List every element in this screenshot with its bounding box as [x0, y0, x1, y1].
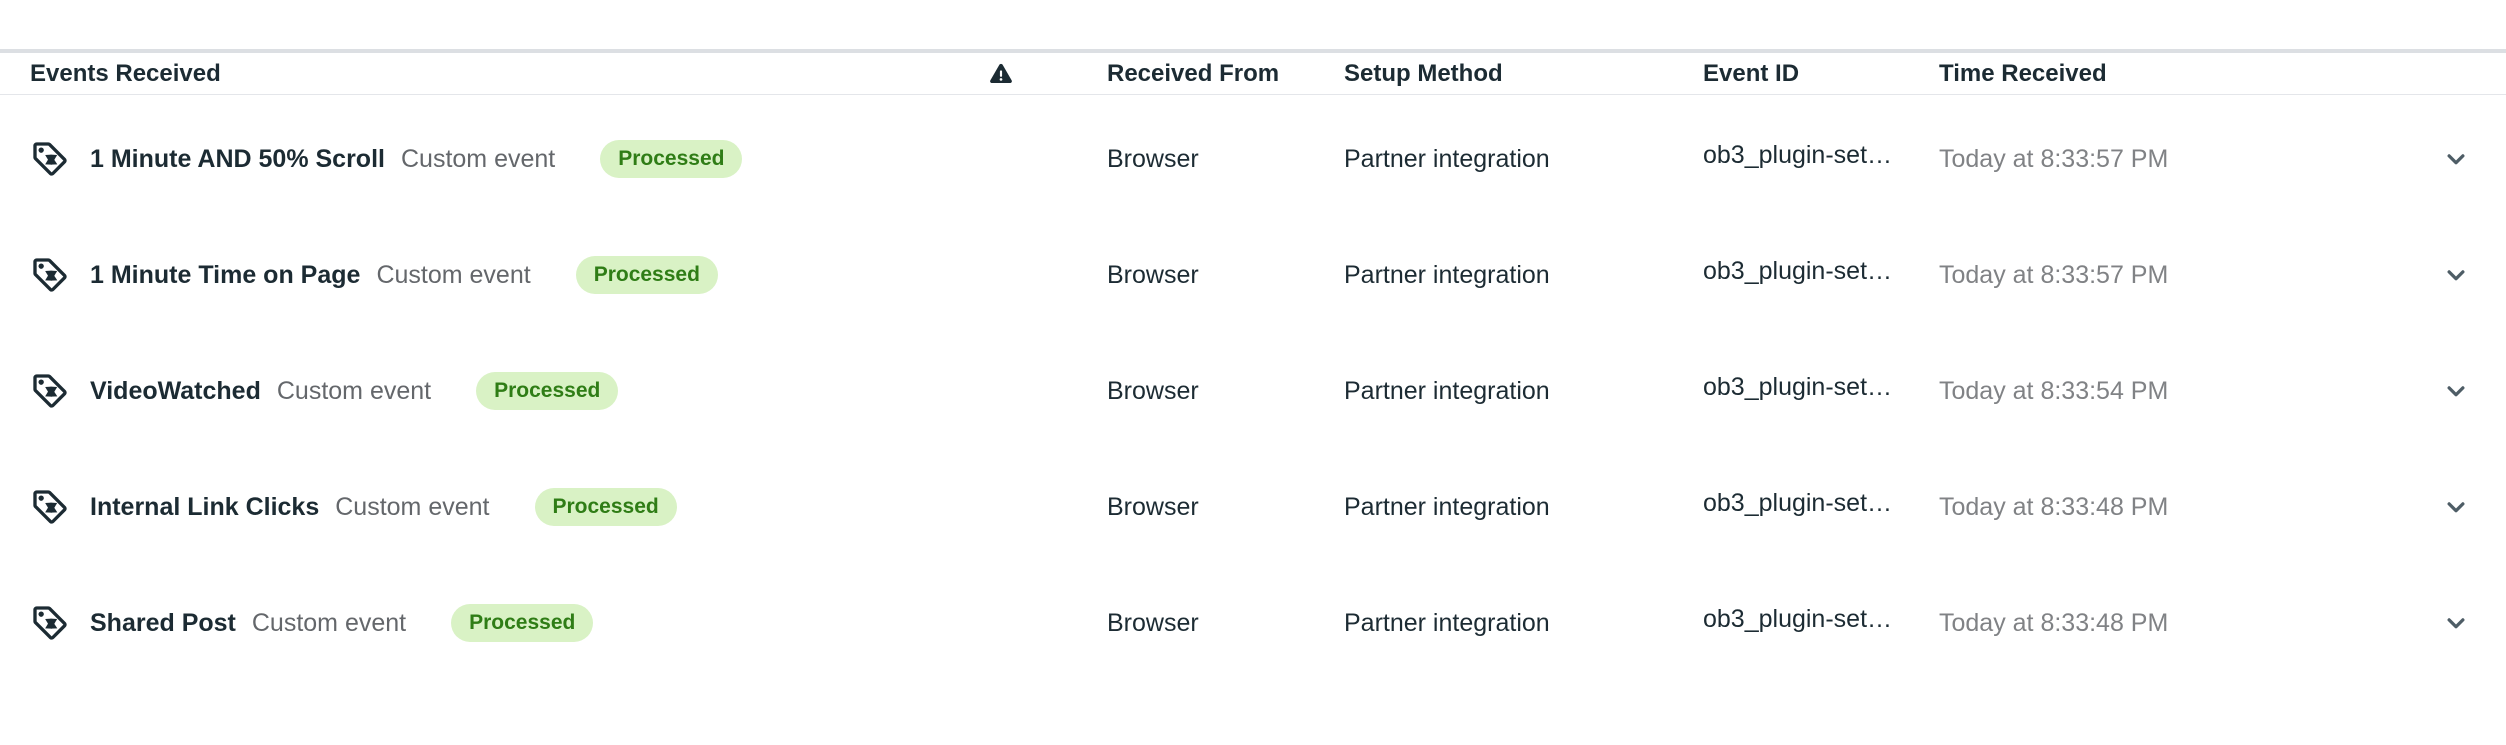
status-badge: Processed — [575, 256, 718, 294]
warning-icon[interactable] — [988, 61, 1014, 87]
event-row[interactable]: 1 Minute AND 50% Scroll Custom event Pro… — [0, 101, 2506, 217]
status-badge: Processed — [476, 372, 619, 410]
event-name: Shared Post — [90, 608, 236, 637]
event-id-value: ob3_plugin-set… — [1703, 605, 1893, 633]
received-from-value: Browser — [1107, 492, 1199, 521]
chevron-down-icon[interactable] — [2436, 255, 2476, 295]
custom-event-tag-icon — [30, 487, 70, 527]
event-cell: 1 Minute Time on Page Custom event Proce… — [30, 255, 1107, 295]
column-header-setup-method: Setup Method — [1344, 59, 1503, 87]
event-row[interactable]: 1 Minute Time on Page Custom event Proce… — [0, 217, 2506, 333]
status-badge: Processed — [451, 604, 594, 642]
event-id-value: ob3_plugin-set… — [1703, 489, 1893, 517]
custom-event-tag-icon — [30, 371, 70, 411]
received-from-value: Browser — [1107, 608, 1199, 637]
setup-method-value: Partner integration — [1344, 492, 1550, 521]
time-received-value: Today at 8:33:54 PM — [1939, 376, 2169, 405]
setup-method-value: Partner integration — [1344, 260, 1550, 289]
event-id-value: ob3_plugin-set… — [1703, 141, 1893, 169]
event-cell: Shared Post Custom event Processed — [30, 603, 1107, 643]
received-from-value: Browser — [1107, 260, 1199, 289]
custom-event-tag-icon — [30, 255, 70, 295]
setup-method-value: Partner integration — [1344, 144, 1550, 173]
chevron-down-icon[interactable] — [2436, 139, 2476, 179]
custom-event-tag-icon — [30, 603, 70, 643]
received-from-value: Browser — [1107, 376, 1199, 405]
status-badge: Processed — [600, 140, 743, 178]
chevron-down-icon[interactable] — [2436, 371, 2476, 411]
custom-event-tag-icon — [30, 139, 70, 179]
event-name: 1 Minute AND 50% Scroll — [90, 144, 385, 173]
event-id-value: ob3_plugin-set… — [1703, 257, 1893, 285]
status-badge: Processed — [534, 488, 677, 526]
event-row[interactable]: Shared Post Custom event Processed Brows… — [0, 565, 2506, 681]
event-type: Custom event — [400, 144, 556, 173]
received-from-value: Browser — [1107, 144, 1199, 173]
setup-method-value: Partner integration — [1344, 376, 1550, 405]
events-received-table: Events Received Received From Setup Meth… — [0, 49, 2506, 681]
event-type: Custom event — [251, 608, 407, 637]
time-received-value: Today at 8:33:48 PM — [1939, 608, 2169, 637]
time-received-value: Today at 8:33:57 PM — [1939, 144, 2169, 173]
event-cell: Internal Link Clicks Custom event Proces… — [30, 487, 1107, 527]
table-header: Events Received Received From Setup Meth… — [0, 49, 2506, 95]
event-name: Internal Link Clicks — [90, 492, 320, 521]
event-cell: 1 Minute AND 50% Scroll Custom event Pro… — [30, 139, 1107, 179]
chevron-down-icon[interactable] — [2436, 487, 2476, 527]
event-row[interactable]: VideoWatched Custom event Processed Brow… — [0, 333, 2506, 449]
event-name: 1 Minute Time on Page — [90, 260, 361, 289]
event-id-value: ob3_plugin-set… — [1703, 373, 1893, 401]
time-received-value: Today at 8:33:57 PM — [1939, 260, 2169, 289]
column-header-event-id: Event ID — [1703, 59, 1800, 87]
event-cell: VideoWatched Custom event Processed — [30, 371, 1107, 411]
column-header-received-from: Received From — [1107, 59, 1280, 87]
event-type: Custom event — [376, 260, 531, 289]
time-received-value: Today at 8:33:48 PM — [1939, 492, 2169, 521]
table-body: 1 Minute AND 50% Scroll Custom event Pro… — [0, 95, 2506, 681]
event-row[interactable]: Internal Link Clicks Custom event Proces… — [0, 449, 2506, 565]
column-header-events-received: Events Received — [30, 60, 1107, 88]
chevron-down-icon[interactable] — [2436, 603, 2476, 643]
event-name: VideoWatched — [90, 376, 261, 405]
column-header-events-received-label: Events Received — [30, 59, 221, 87]
event-type: Custom event — [335, 492, 490, 521]
event-type: Custom event — [276, 376, 432, 405]
column-header-time-received: Time Received — [1939, 59, 2107, 87]
setup-method-value: Partner integration — [1344, 608, 1550, 637]
